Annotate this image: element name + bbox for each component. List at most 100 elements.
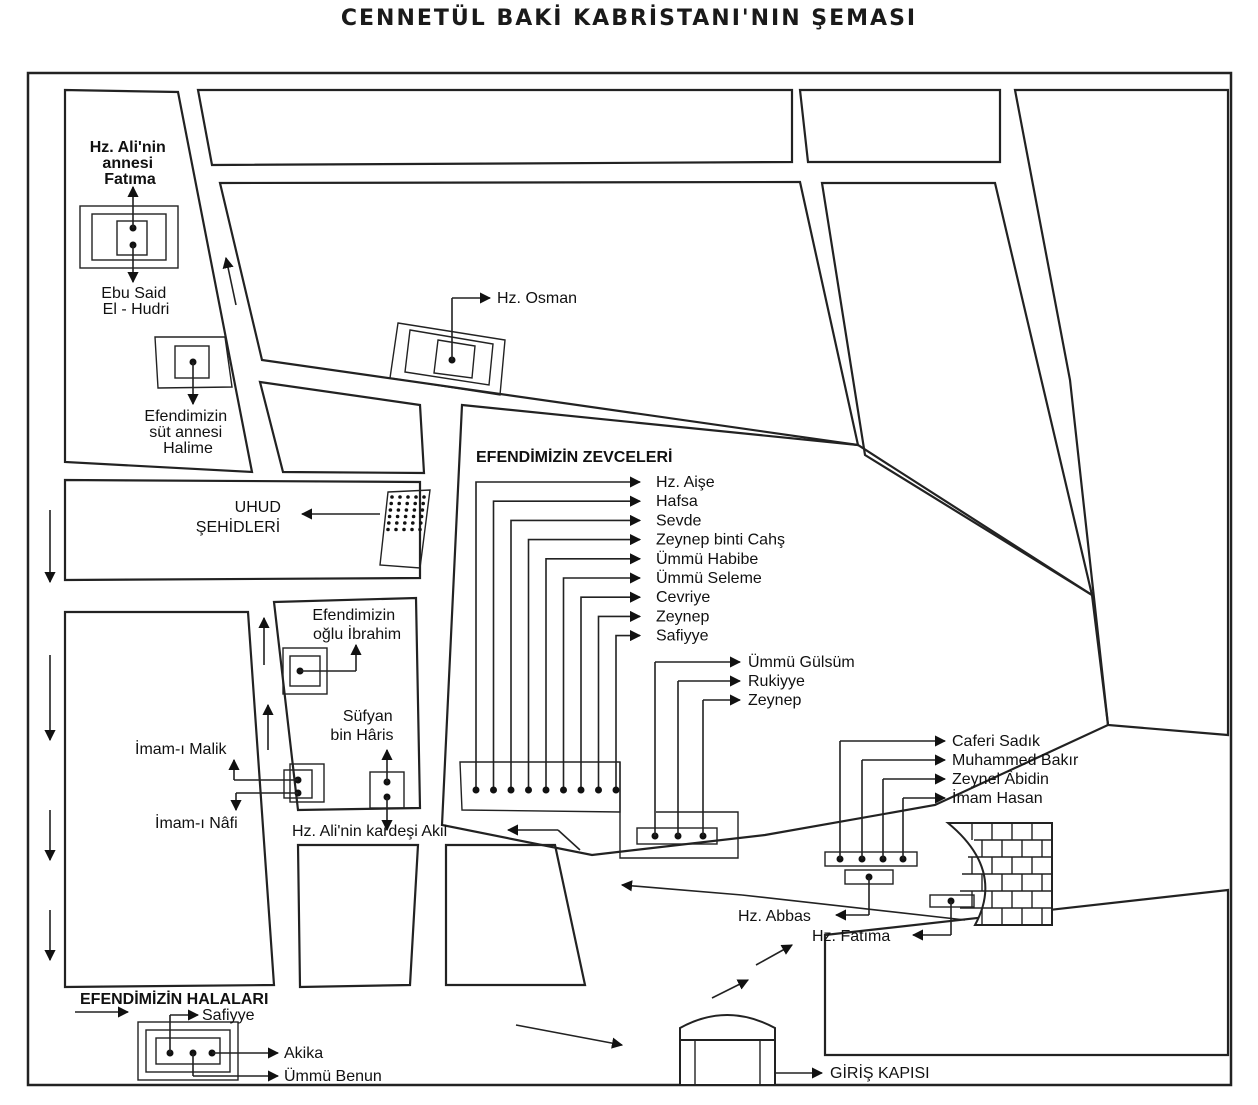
martyr-dot [418,527,422,532]
plot-uhud [63,478,422,582]
label-aunt-1: Safiyye [202,1007,255,1024]
wife-grave-dot [507,786,515,794]
martyr-dot [395,514,400,519]
martyr-dot [398,495,402,499]
wife-grave-dot [525,786,532,794]
martyr-dots [386,495,426,532]
label-imam-4: İmam Hasan [952,788,1043,807]
martyr-dot [412,508,417,512]
wife-connector [475,476,642,790]
label-aunts-header: EFENDİMİZİN HALALARI [80,990,268,1008]
label-daughter-1: Ümmü Gülsüm [748,653,855,671]
label-aunt-2: Akika [284,1045,323,1062]
label-sufyan: Süfyan bin Hâris [330,708,397,744]
tomb-fatima-mother [79,185,179,284]
martyr-dot [396,508,401,512]
wife-label: Ümmü Habibe [656,550,758,568]
martyr-dot [413,501,418,506]
label-ebu-said: Ebu Said El - Hudri [101,285,170,318]
martyr-dot [389,501,394,506]
brick-wall [945,822,1053,926]
martyr-dot [419,514,424,519]
martyr-dot [386,527,390,532]
martyr-dot [421,501,426,506]
martyr-dot [422,495,426,499]
wife-label: Hafsa [656,493,698,510]
wife-label: Ümmü Seleme [656,569,762,587]
wife-connector [527,533,642,790]
martyr-dot [406,495,410,499]
martyr-dot [395,521,399,525]
wife-grave-dot [560,786,567,794]
martyr-dot [404,508,409,512]
wife-label: Hz. Aişe [656,474,715,491]
brick-pattern [960,822,1052,925]
tomb-malik-nafi [228,758,325,812]
label-malik: İmam-ı Malik [135,739,228,758]
tomb-osman [389,292,506,396]
wife-connector [545,553,642,790]
label-daughter-2: Rukiyye [748,673,805,690]
wife-connector [597,610,642,790]
wife-connector [580,591,642,790]
martyr-dot [387,521,391,525]
martyr-dot [411,514,416,519]
tomb-halime [154,336,233,406]
page-title: CENNETÜL BAKİ KABRİSTANI'NIN ŞEMASI [340,6,918,31]
plot-north-2 [798,88,1002,164]
martyr-dot [405,501,410,506]
plot-wives [440,403,1110,857]
label-imam-3: Zeynel Âbidin [952,769,1049,788]
label-fatima: Hz. Fatıma [812,928,890,945]
wife-grave-dot [472,786,480,794]
label-wives-header: EFENDİMİZİN ZEVCELERİ [476,448,672,466]
plot-east-middle [820,181,1094,598]
uhud-martyrs [300,489,431,569]
wife-grave-dot [490,786,497,794]
plot-south-center [444,843,587,987]
martyr-dot [410,527,414,532]
plot-southeast [823,888,1230,1057]
outer-boundary [26,71,1233,1087]
martyr-dot [402,527,406,532]
aunts-tomb [137,1009,280,1082]
wife-connector [562,572,642,790]
wife-connector [492,495,642,790]
label-ibrahim: Efendimizin oğlu İbrahim [312,607,401,643]
martyr-dot [394,527,398,532]
wife-grave-dot [577,786,585,794]
plot-ibrahim [272,596,422,812]
wife-grave-dot [542,786,550,794]
wife-grave-dot [595,786,602,794]
plot-west-lower [63,610,276,989]
wife-connector [510,514,642,790]
plot-akil [296,843,420,989]
label-fatima-mother: Hz. Ali'nin annesi Fatıma [90,139,171,188]
martyr-dot [397,501,402,506]
plot-center-large [218,180,860,447]
label-osman: Hz. Osman [497,290,577,307]
martyr-dot [403,514,408,519]
wife-label: Sevde [656,512,701,529]
label-nafi: İmam-ı Nâfi [155,813,238,832]
label-daughter-3: Zeynep [748,692,801,709]
tomb-fatima [911,894,975,941]
direction-arrows [44,256,966,1049]
plot-north-3 [1013,88,1230,737]
wife-label: Safiyye [656,628,709,645]
martyr-dot [419,521,423,525]
plots [63,88,1230,1057]
tomb-sufyan [369,748,405,832]
tomb-ibrahim [282,643,362,695]
wives-tomb [459,476,642,813]
daughters-tomb [619,656,742,859]
imams-tomb [824,735,947,867]
wife-grave-dot [612,786,620,794]
label-imam-1: Caferi Sadık [952,733,1041,750]
label-akil: Hz. Ali'nin kardeşi Akil [292,823,447,840]
martyr-dot [414,495,418,499]
martyr-dot [403,521,407,525]
wives-connectors [472,476,642,794]
